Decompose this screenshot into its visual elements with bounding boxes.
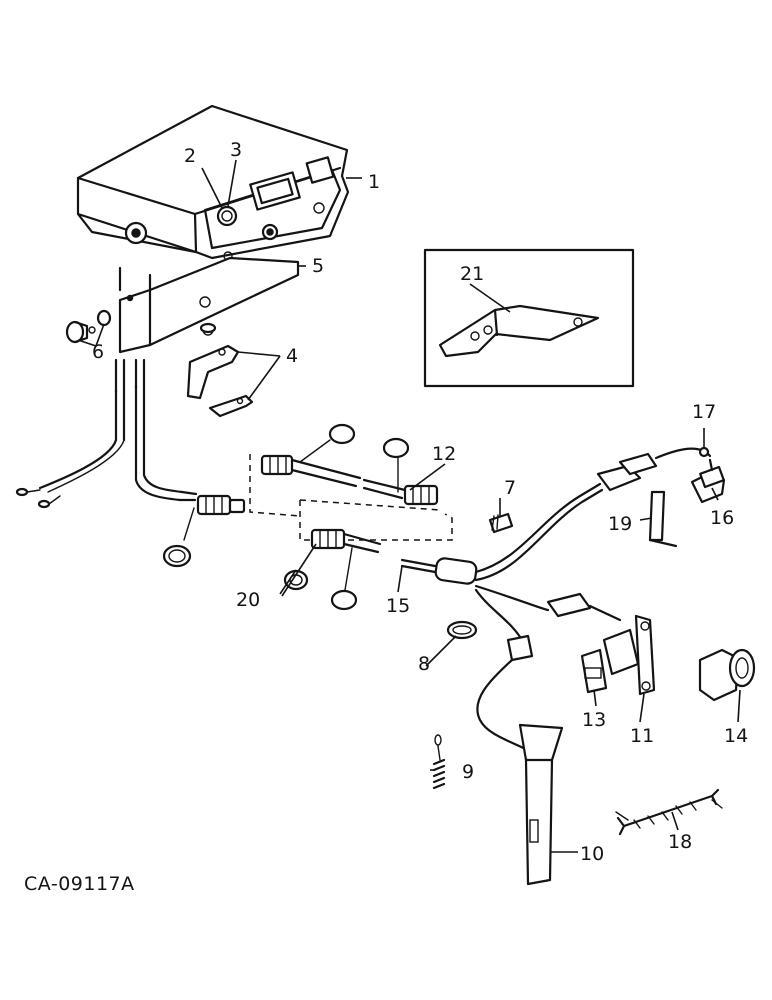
- callout-13: 13: [582, 709, 606, 731]
- knob-and-washer: [65, 309, 112, 344]
- extension-harness: [260, 423, 439, 506]
- callout-12: 12: [432, 443, 456, 465]
- spring-9: [432, 734, 446, 790]
- clip-7: [488, 512, 514, 534]
- callout-7: 7: [504, 477, 516, 499]
- leader-lines: [77, 159, 741, 853]
- callouts: 1 2 3 4 5 6 7 8 9 10 11 12 13 14 15 16 1…: [92, 139, 748, 865]
- callout-16: 16: [710, 507, 734, 529]
- clamp-bracket: [698, 648, 756, 702]
- callout-17: 17: [692, 401, 716, 423]
- callout-2: 2: [184, 145, 196, 167]
- callout-5: 5: [312, 255, 324, 277]
- wire-assembly: [615, 788, 723, 836]
- callout-9: 9: [462, 761, 474, 783]
- brackets: [186, 322, 254, 418]
- mount-brackets: [580, 614, 656, 696]
- figure-code: CA-09117A: [24, 873, 135, 895]
- bracket-19: [648, 490, 678, 548]
- callout-21: 21: [460, 263, 484, 285]
- main-harness: [400, 446, 726, 762]
- callout-3: 3: [230, 139, 242, 161]
- callout-11: 11: [630, 725, 654, 747]
- callout-8: 8: [418, 653, 430, 675]
- callout-14: 14: [724, 725, 748, 747]
- callout-10: 10: [580, 843, 604, 865]
- callout-19: 19: [608, 513, 632, 535]
- sensor-tube: [518, 723, 564, 886]
- callout-6: 6: [92, 341, 104, 363]
- callout-15: 15: [386, 595, 410, 617]
- connector-20: [283, 528, 382, 611]
- callout-1: 1: [368, 171, 380, 193]
- monitor-console: [76, 104, 350, 261]
- callout-18: 18: [668, 831, 692, 853]
- inset-detail-box: [423, 248, 635, 388]
- hose-clamp: [446, 620, 478, 640]
- harness-group-outline: [249, 454, 453, 541]
- callout-4: 4: [286, 345, 298, 367]
- callout-20: 20: [236, 589, 260, 611]
- left-connector: [162, 494, 246, 568]
- harness-cables: [15, 358, 198, 509]
- mounting-bracket: [118, 256, 300, 354]
